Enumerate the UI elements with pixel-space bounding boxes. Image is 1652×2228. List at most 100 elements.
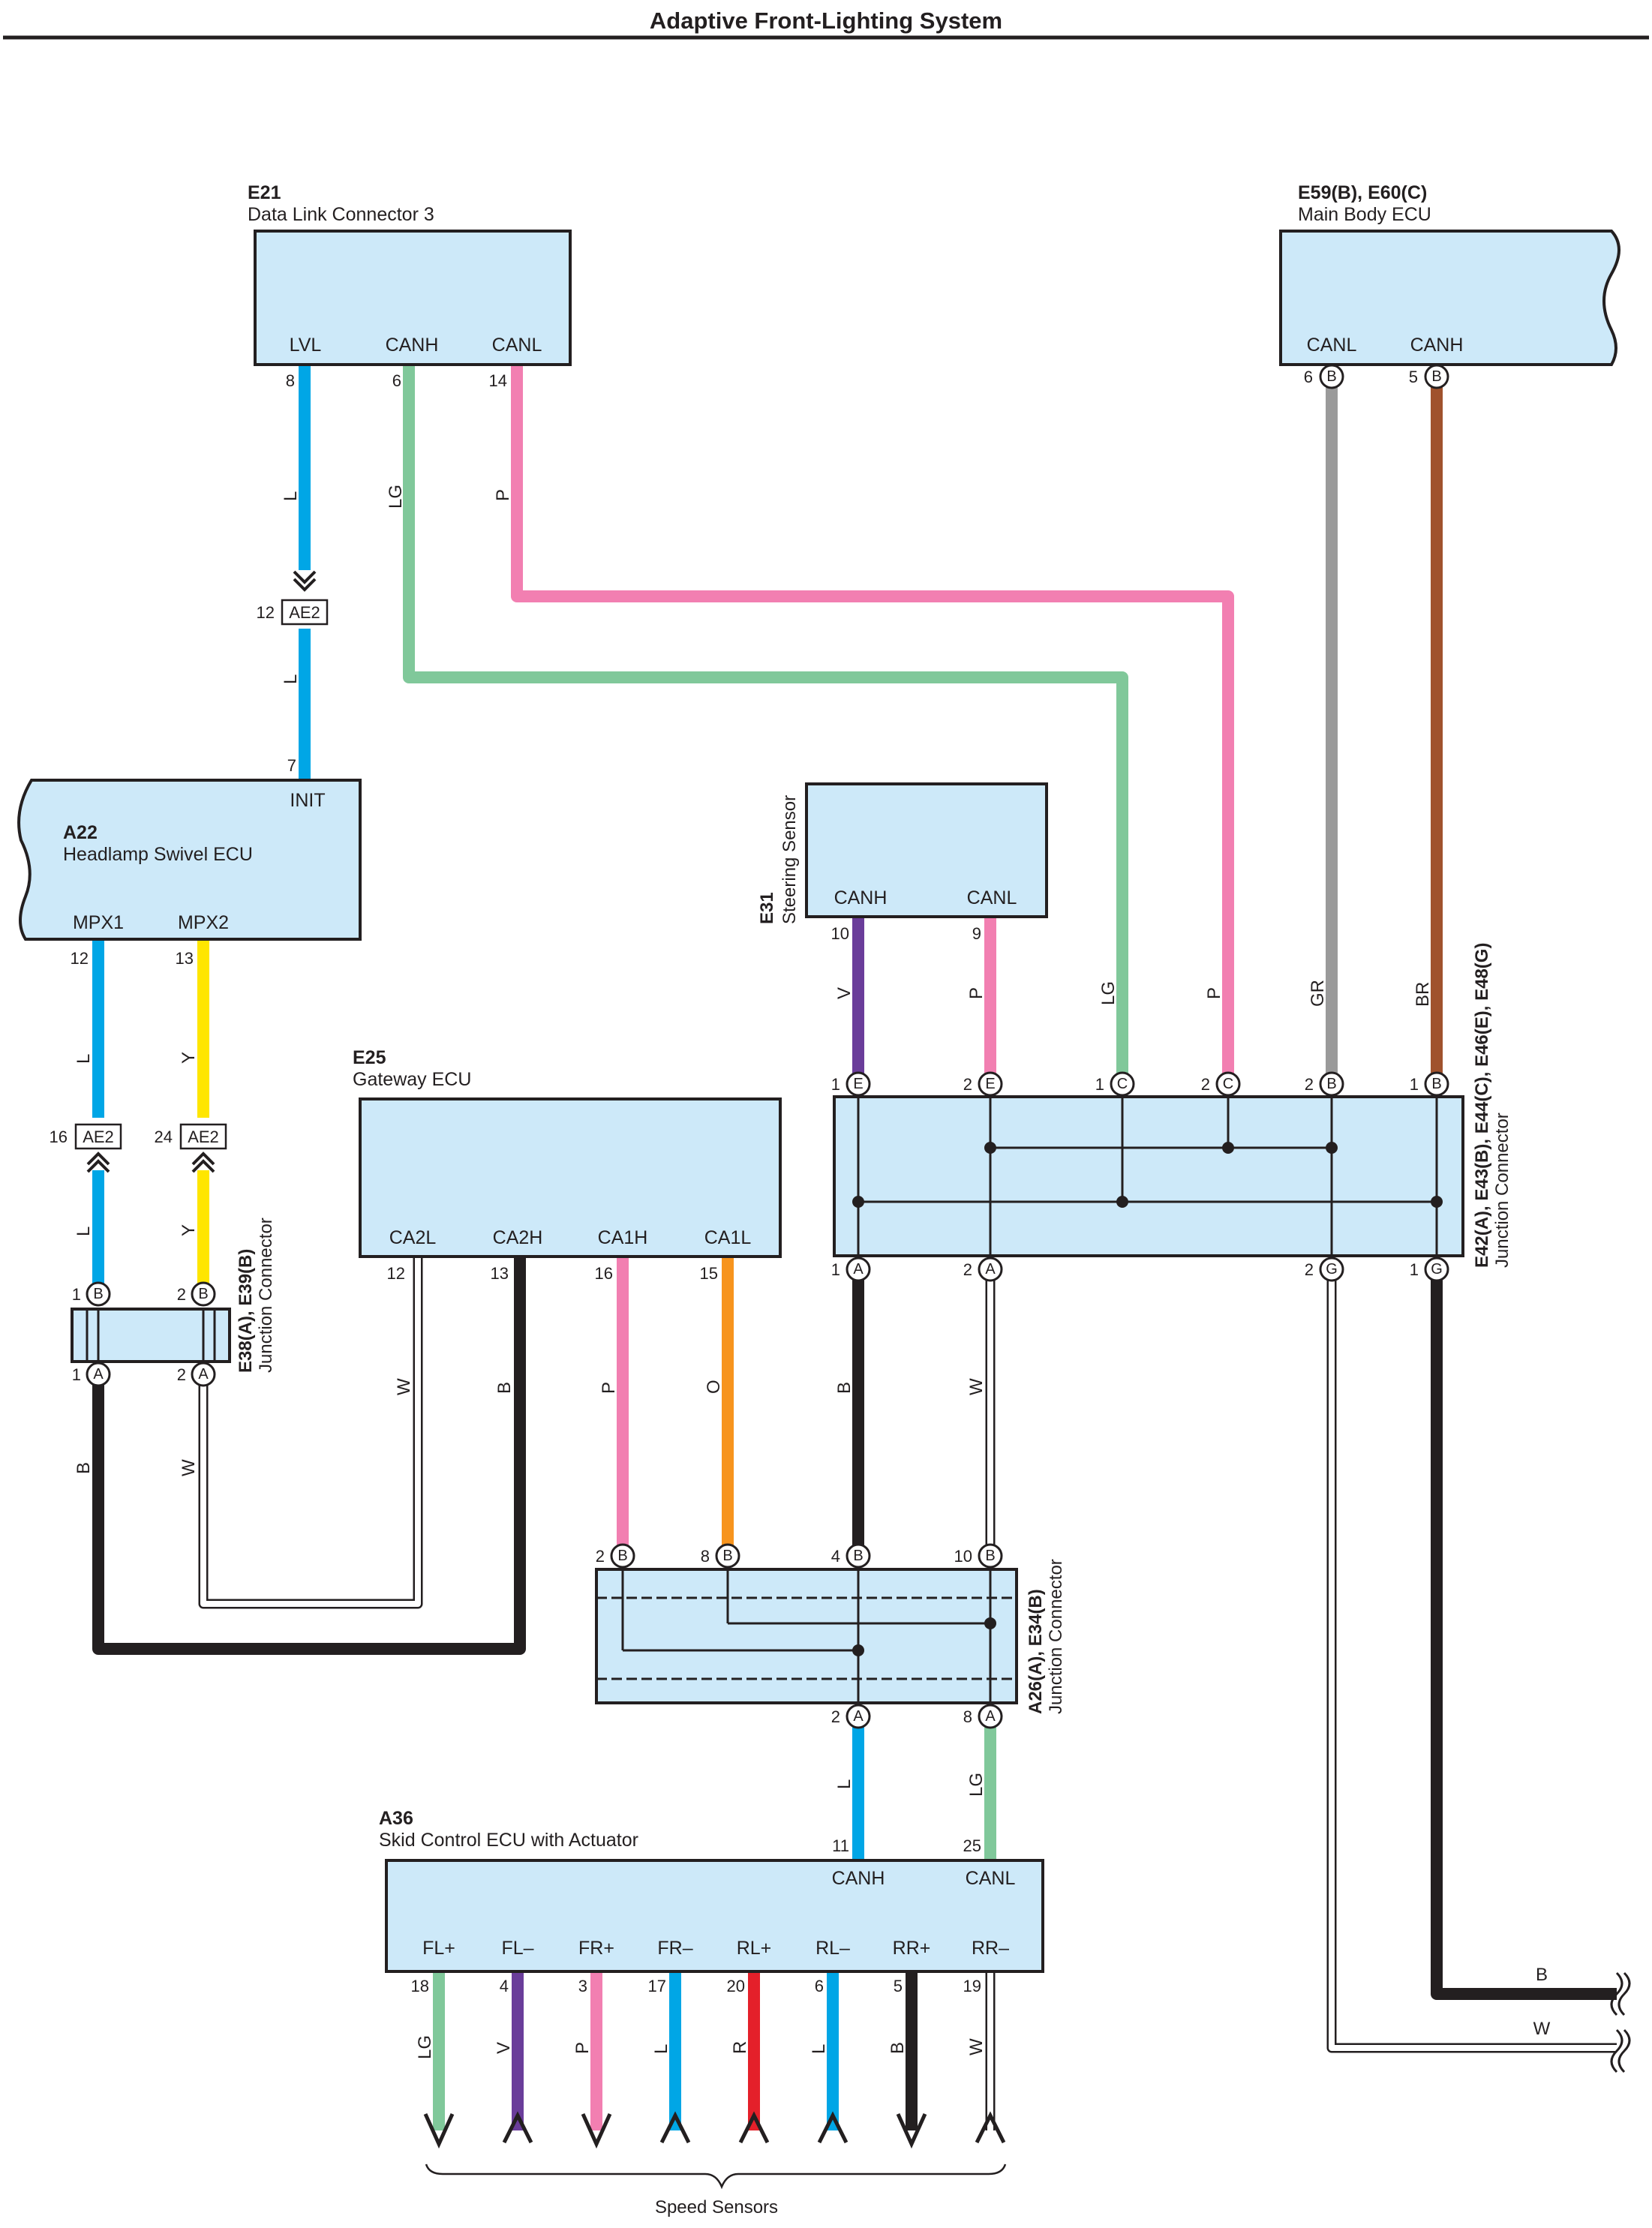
a26-conn-b4 xyxy=(846,1543,871,1569)
e38-conn-b1 xyxy=(86,1281,111,1307)
e25-pin-16: 16 xyxy=(595,1264,613,1283)
e42-conn-e1 xyxy=(846,1071,871,1097)
e42-junction-connector: E E C C B B 1 2 1 2 2 1 A A G G 1 2 2 1 … xyxy=(831,943,1512,1282)
wire-label: B xyxy=(1536,1965,1548,1985)
e42-conn-b2-label: B xyxy=(1326,1076,1336,1092)
ae2-connector-12: AE2 12 xyxy=(257,570,329,626)
ae2-pin-12: 12 xyxy=(257,603,275,622)
e59-pin-5: 5 xyxy=(1409,368,1418,386)
a36-can-pin-11: 11 xyxy=(832,1836,849,1855)
e59-conn-b-5 xyxy=(1424,364,1449,389)
a22-term-mpx2: MPX2 xyxy=(178,912,229,933)
e21-data-link-connector: E21 Data Link Connector 3 LVL CANH CANL … xyxy=(248,182,572,390)
wire-label: W xyxy=(179,1459,199,1476)
a36-term-fr-minus: FR– xyxy=(657,1938,692,1959)
wire-label: B xyxy=(888,2042,908,2054)
a36-term-rr-minus: RR– xyxy=(972,1938,1009,1959)
arrow-down-icon xyxy=(896,2112,927,2149)
break-marks xyxy=(1610,1971,1631,2073)
e25-code: E25 xyxy=(353,1047,386,1068)
a26-conn-a8 xyxy=(978,1704,1003,1729)
wire-label: L xyxy=(74,1227,94,1236)
e25-pin-12: 12 xyxy=(387,1264,405,1283)
a36-can-canl: CANL xyxy=(966,1868,1016,1889)
ae2-label: AE2 xyxy=(289,603,320,622)
ae2-connector-24: AE2 24 xyxy=(155,1123,227,1173)
a26-pin: 2 xyxy=(596,1547,605,1566)
e59-box xyxy=(1279,230,1620,366)
e38-pin-2a: 2 xyxy=(177,1365,186,1384)
e42-conn-e1-label: E xyxy=(853,1076,863,1092)
wire-label: Y xyxy=(179,1052,199,1064)
e25-term-ca1l: CA1L xyxy=(704,1227,752,1248)
e25-term-ca2h: CA2H xyxy=(493,1227,543,1248)
e42-conn-b1-label: B xyxy=(1431,1076,1441,1092)
e42-conn-c1-label: C xyxy=(1117,1076,1128,1092)
chevron-up-icon xyxy=(191,1152,215,1173)
a26-conn-a8-label: A xyxy=(985,1708,996,1725)
speed-sensor-arrows xyxy=(423,2111,1006,2149)
e59-term-canh: CANH xyxy=(1410,335,1464,356)
ae2-pin-24: 24 xyxy=(155,1128,173,1146)
e21-code: E21 xyxy=(248,182,281,203)
a36-term-fr-plus: FR+ xyxy=(578,1938,614,1959)
ae2-pin-16: 16 xyxy=(50,1128,68,1146)
e38-conn-a2 xyxy=(191,1362,216,1387)
e42-conn-e2-label: E xyxy=(985,1076,995,1092)
a22-init-pin: 7 xyxy=(287,756,296,775)
wire-label: LG xyxy=(415,2035,435,2059)
a26-code: A26(A), E34(B) xyxy=(1026,1589,1046,1714)
wire-e38-w xyxy=(200,1257,421,1607)
e59-conn-b-6-label: B xyxy=(1326,368,1336,385)
arrow-down-icon xyxy=(423,2112,455,2149)
wires xyxy=(92,365,1617,2130)
e21-term-canh: CANH xyxy=(386,335,439,356)
e38-conn-a2-label: A xyxy=(198,1366,209,1383)
e38-conn-a1-label: A xyxy=(93,1366,104,1383)
a22-pin-12: 12 xyxy=(71,949,89,968)
arrow-down-icon xyxy=(581,2112,612,2149)
a36-pin: 20 xyxy=(727,1977,745,1995)
e25-box xyxy=(359,1097,782,1258)
e25-pin-13: 13 xyxy=(491,1264,509,1283)
a36-skid-control-ecu: A36 Skid Control ECU with Actuator CANH … xyxy=(379,1808,1044,1995)
e59-conn-b-6 xyxy=(1319,364,1344,389)
e38-pin-2b: 2 xyxy=(177,1285,186,1304)
e25-term-ca2l: CA2L xyxy=(389,1227,437,1248)
a36-name: Skid Control ECU with Actuator xyxy=(379,1830,638,1851)
e42-pin: 2 xyxy=(1305,1260,1314,1279)
ae2-tag xyxy=(74,1123,122,1150)
a36-term-rl-minus: RL– xyxy=(815,1938,850,1959)
arrow-up-icon xyxy=(659,2111,691,2144)
e42-pin: 1 xyxy=(831,1260,840,1279)
a36-pin: 4 xyxy=(500,1977,509,1995)
e31-name: Steering Sensor xyxy=(779,795,800,924)
arrow-up-icon xyxy=(975,2111,1006,2144)
a22-box xyxy=(17,779,362,941)
e21-pin-6: 6 xyxy=(392,371,401,390)
wire-canh-lg xyxy=(403,365,1128,1080)
wire-label: B xyxy=(74,1462,94,1474)
a26-conn-b4-label: B xyxy=(853,1548,863,1564)
wire-label: L xyxy=(281,491,301,501)
e38-junction-connector: B B A A 1 2 1 2 E38(A), E39(B) Junction … xyxy=(71,1218,276,1387)
e42-box xyxy=(833,1095,1464,1257)
e25-name: Gateway ECU xyxy=(353,1069,471,1090)
wire-label: V xyxy=(834,987,855,999)
a26-conn-b2 xyxy=(610,1543,635,1569)
a36-pin: 5 xyxy=(894,1977,903,1995)
wire-label: LG xyxy=(966,1773,987,1797)
e42-pin: 2 xyxy=(1305,1075,1314,1094)
e21-box xyxy=(254,230,572,366)
e42-pin: 1 xyxy=(1410,1075,1419,1094)
a26-conn-b10-label: B xyxy=(985,1548,995,1564)
e42-pin: 1 xyxy=(1410,1260,1419,1279)
a26-pin: 4 xyxy=(831,1547,840,1566)
e42-code: E42(A), E43(B), E44(C), E46(E), E48(G) xyxy=(1472,943,1492,1268)
e38-conn-a1 xyxy=(86,1362,111,1387)
wire-label: P xyxy=(572,2042,593,2054)
wire-label: B xyxy=(834,1382,855,1394)
e59-main-body-ecu: E59(B), E60(C) Main Body ECU CANL CANH B… xyxy=(1279,182,1620,389)
page-title: Adaptive Front-Lighting System xyxy=(650,8,1002,34)
